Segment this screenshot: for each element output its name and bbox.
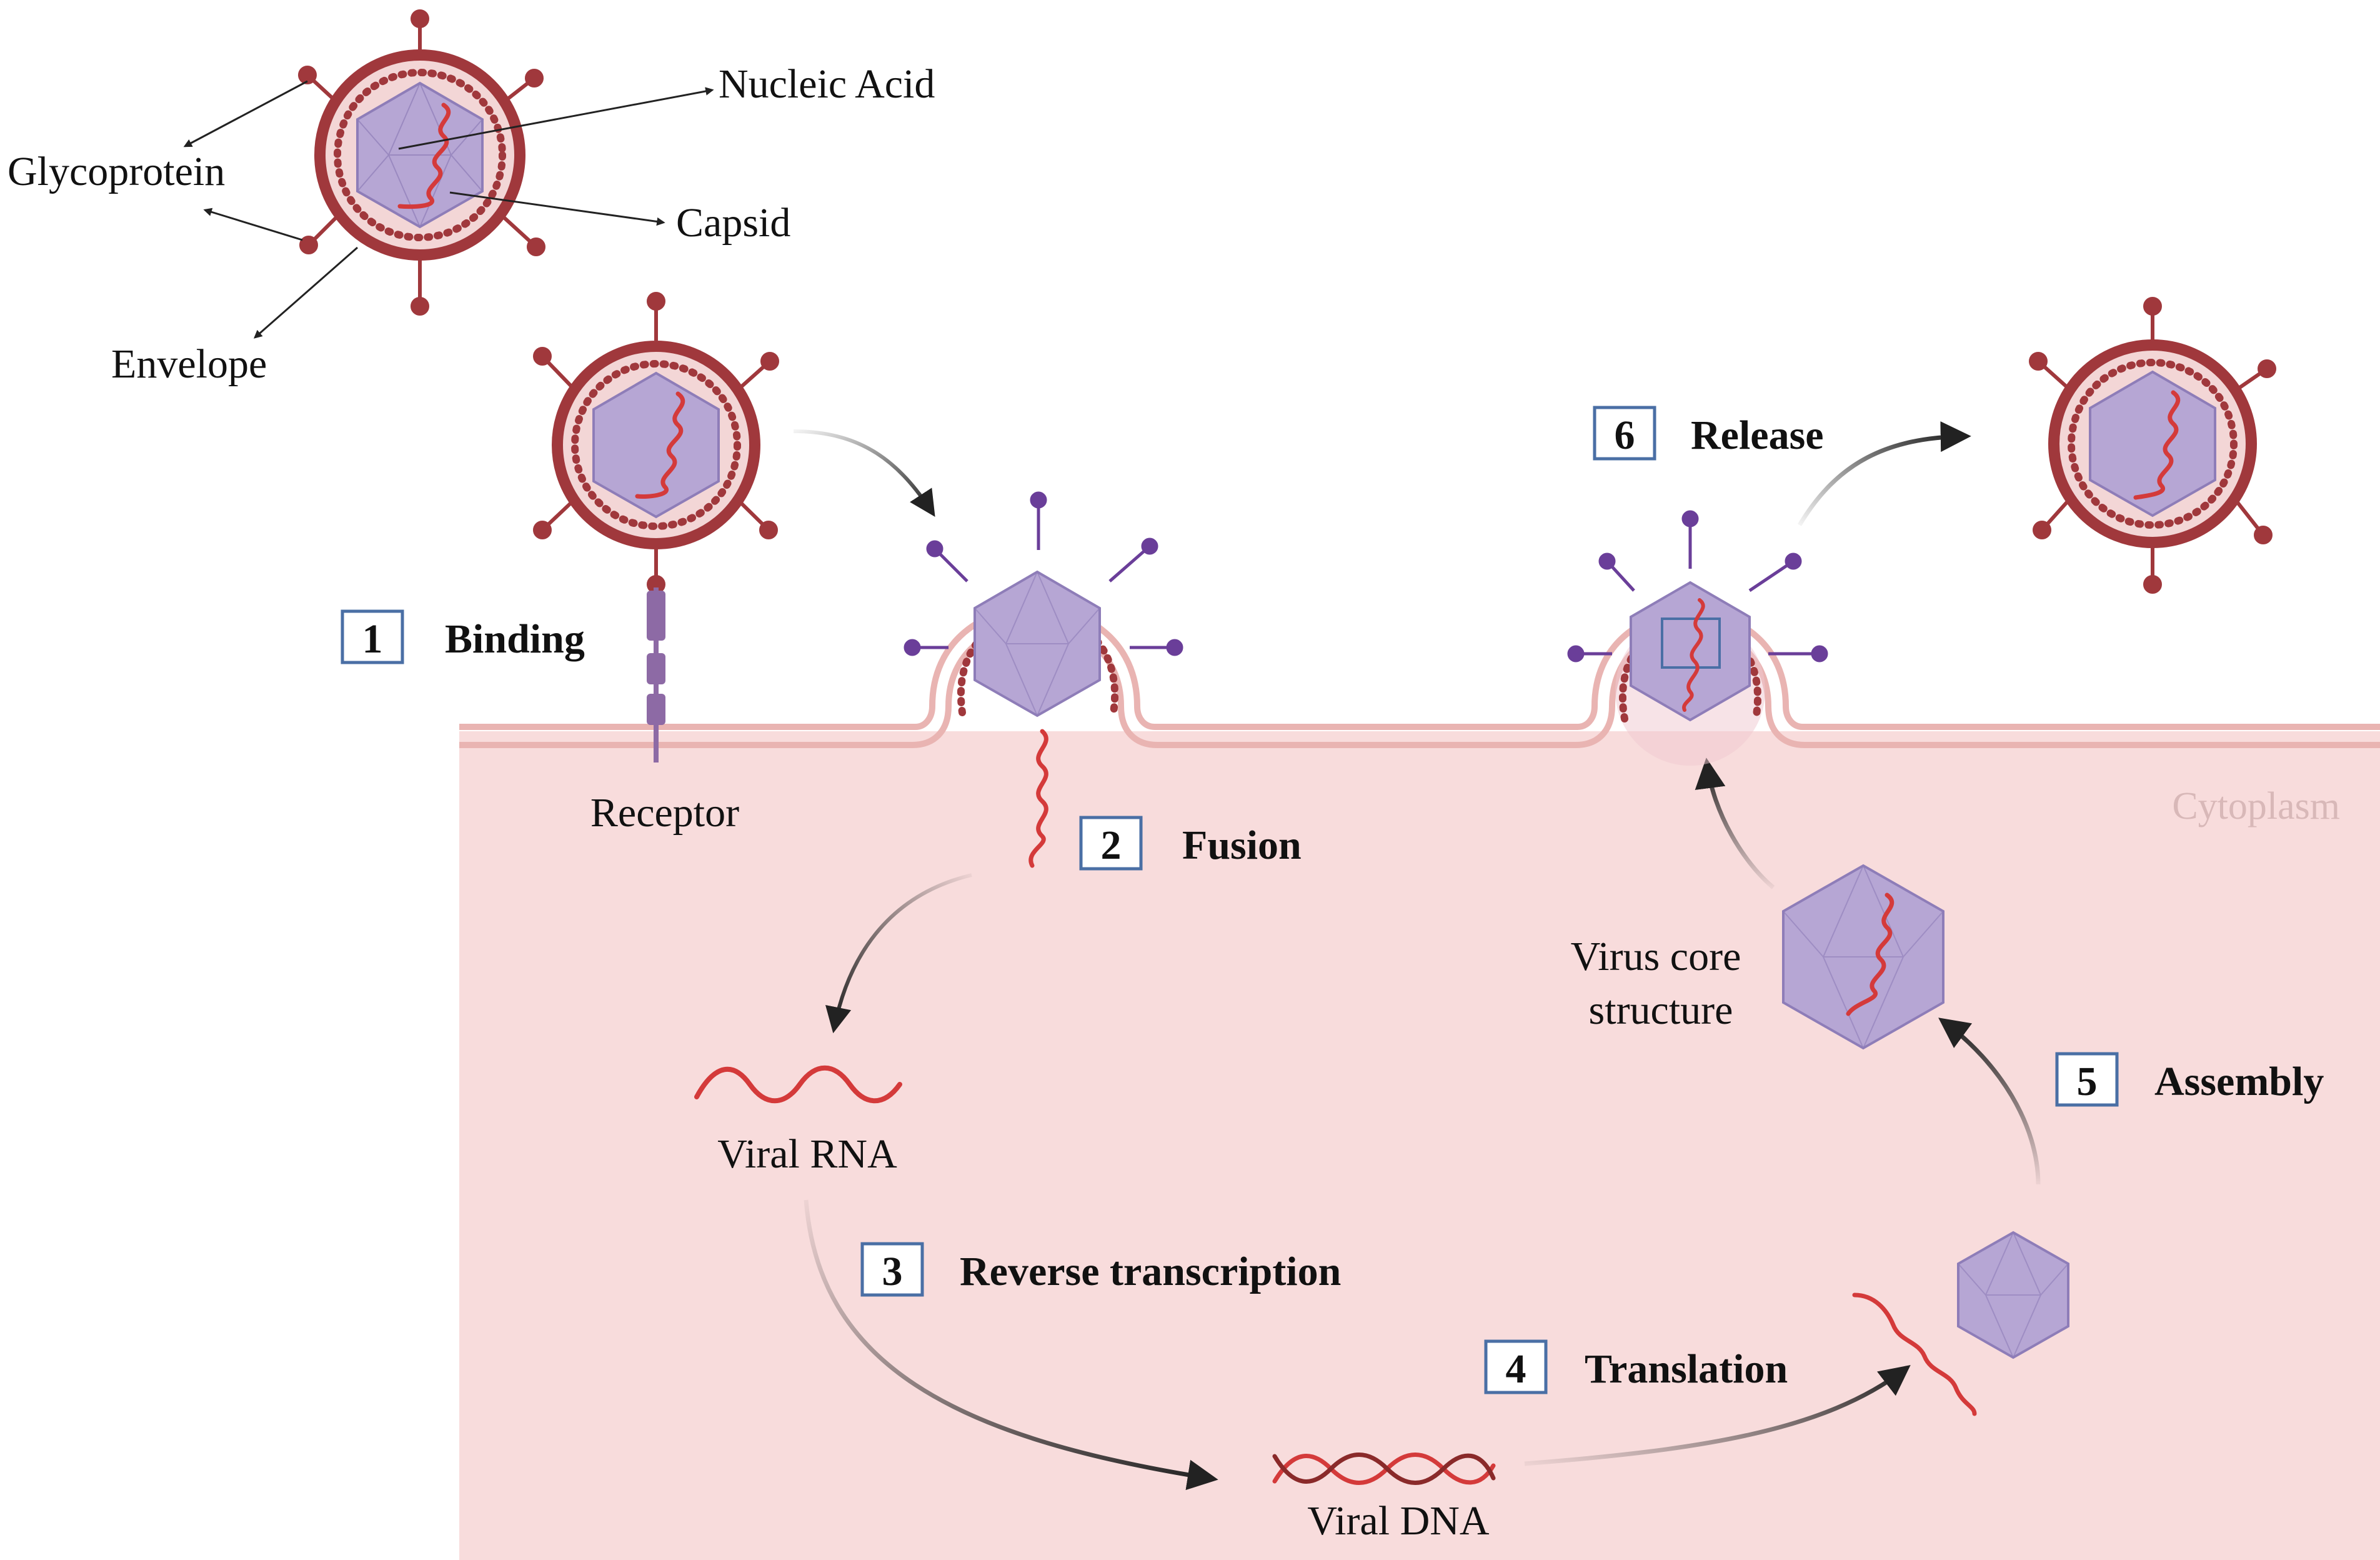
released-rna: [1028, 729, 1048, 868]
arrow-dna-to-translation: [1524, 1365, 1911, 1466]
step-title: Reverse transcription: [960, 1249, 1341, 1294]
label-virus-core-line2: structure: [1589, 988, 1733, 1033]
step-1: 1 Binding: [341, 609, 585, 664]
arrow-release: [1797, 421, 1971, 526]
nucleic-acid: [397, 102, 451, 209]
step-4: 4 Translation: [1484, 1339, 1788, 1394]
step-3: 3 Reverse transcription: [860, 1242, 1341, 1297]
label-viral-rna: Viral RNA: [717, 1131, 897, 1177]
virion-anatomy: [298, 9, 545, 316]
label-envelope: Envelope: [111, 341, 267, 387]
label-virus-core-line1: Virus core: [1571, 934, 1741, 979]
step-title: Assembly: [2154, 1059, 2324, 1104]
step-title: Binding: [445, 616, 585, 662]
receptor: [647, 588, 665, 762]
label-capsid: Capsid: [676, 200, 790, 246]
step-number: 3: [882, 1249, 903, 1294]
step-number: 4: [1506, 1346, 1526, 1392]
arrow-fusion-to-rna: [825, 873, 972, 1034]
step-title: Translation: [1585, 1346, 1788, 1392]
translated-rna: [1852, 1292, 1977, 1416]
label-viral-dna: Viral DNA: [1307, 1498, 1489, 1544]
arrow-core-to-budding: [1695, 758, 1775, 889]
step-title: Fusion: [1182, 822, 1302, 868]
label-receptor: Receptor: [590, 790, 739, 836]
fusion-virion: [904, 491, 1183, 868]
virus-core-structure: [1782, 864, 1944, 1050]
step-number: 5: [2077, 1059, 2098, 1104]
label-nucleic-acid: Nucleic Acid: [719, 61, 935, 107]
annotation-arrows: [183, 80, 714, 339]
cell-membrane-outer: [459, 604, 2380, 730]
step-number-box: [1079, 816, 1143, 871]
released-virion: [2029, 297, 2276, 594]
viral-rna: [694, 1065, 902, 1104]
step-number-box: [860, 1242, 924, 1297]
binding-virion: [533, 292, 779, 594]
step-number-box: [341, 609, 404, 664]
cytoplasm-label: Cytoplasm: [2172, 785, 2340, 828]
step-title: Release: [1691, 412, 1824, 458]
step-number-box: [2055, 1052, 2119, 1107]
step-2: 2 Fusion: [1079, 816, 1302, 871]
step-number-box: [1593, 406, 1656, 461]
step-5: 5 Assembly: [2055, 1052, 2324, 1107]
budding-virion: [1567, 510, 1828, 766]
step-number: 6: [1615, 412, 1635, 458]
arrow-binding-to-fusion: [793, 429, 935, 518]
label-glycoprotein: Glycoprotein: [7, 149, 225, 194]
step-6: 6 Release: [1593, 406, 1824, 461]
step-number-box: [1484, 1339, 1548, 1394]
arrow-rna-to-dna: [804, 1199, 1218, 1491]
viral-dna: [1272, 1452, 1496, 1485]
matrix-dots: [334, 69, 506, 241]
glycoprotein-spikes: [298, 9, 545, 316]
step-number: 1: [362, 616, 383, 662]
arrow-assembly: [1938, 1018, 2041, 1185]
step-number: 2: [1101, 822, 1122, 868]
